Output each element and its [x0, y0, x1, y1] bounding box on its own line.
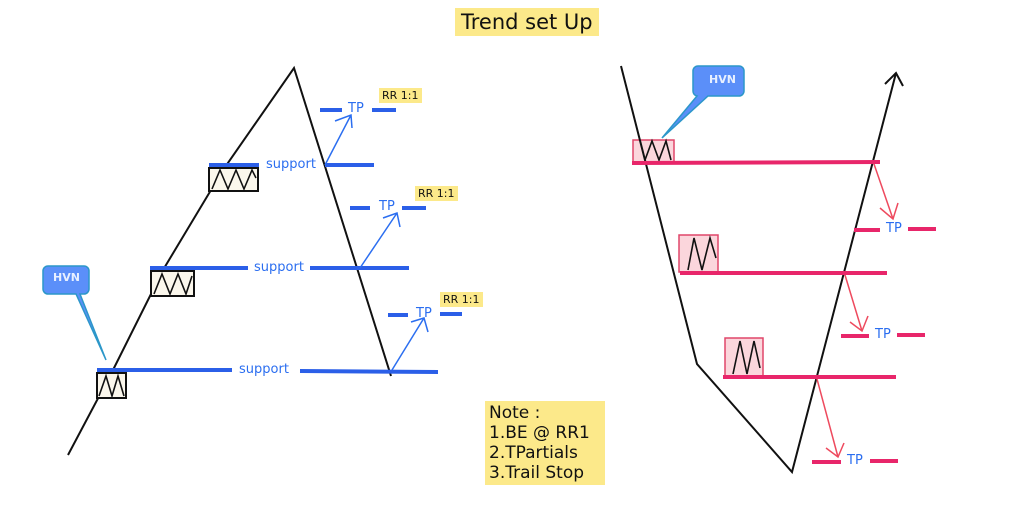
hvn-label-right: HVN: [709, 73, 736, 86]
tp-label-down-3: TP: [847, 453, 863, 468]
tp-label-down-2: TP: [875, 327, 891, 342]
tp-label-down-1: TP: [886, 221, 902, 236]
note-box: Note : 1.BE @ RR1 2.TPartials 3.Trail St…: [485, 401, 605, 485]
uptrend-diagram: [42, 65, 462, 456]
tp-label-up-1: TP: [348, 101, 364, 116]
note-item: 1.BE @ RR1: [489, 423, 590, 443]
page-title: Trend set Up: [455, 8, 599, 36]
support-label-1: support: [237, 362, 291, 377]
downtrend-diagram: [620, 65, 936, 475]
rr-badge-2: RR 1:1: [415, 186, 458, 201]
note-heading: Note :: [489, 403, 541, 423]
hvn-label-left: HVN: [53, 271, 80, 284]
hvn-callout-right: [661, 65, 745, 139]
note-item: 3.Trail Stop: [489, 463, 585, 483]
price-path-down: [620, 65, 897, 475]
tp-label-up-2: TP: [379, 199, 395, 214]
tp-label-up-3: TP: [416, 306, 432, 321]
hvn-callout-left: [42, 265, 107, 361]
support-label-3: support: [264, 157, 318, 172]
rr-badge-3: RR 1:1: [440, 292, 483, 307]
support-label-2: support: [252, 260, 306, 275]
rr-badge-1: RR 1:1: [379, 88, 422, 103]
note-item: 2.TPartials: [489, 443, 578, 463]
